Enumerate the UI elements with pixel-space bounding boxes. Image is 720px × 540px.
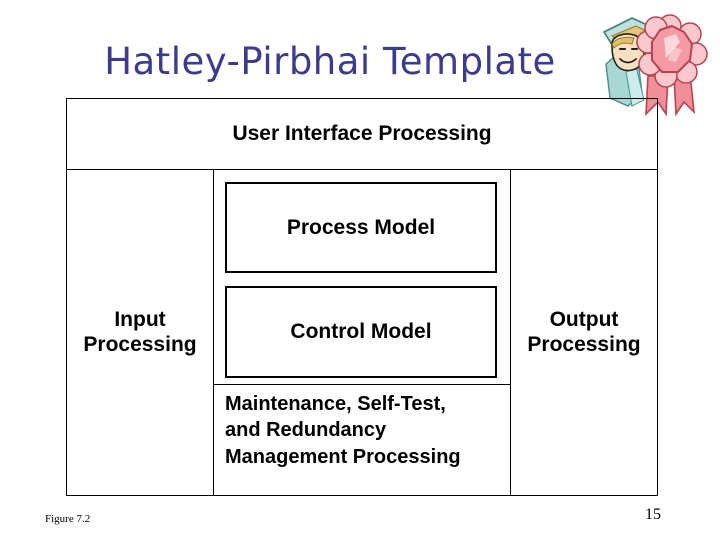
control-model-box: Control Model — [225, 286, 497, 378]
input-processing-label: Input Processing — [83, 308, 196, 358]
maintenance-divider — [214, 384, 510, 385]
maintenance-line-2: and Redundancy — [225, 419, 387, 442]
process-model-label: Process Model — [286, 215, 436, 239]
hatley-pirbhai-diagram: User Interface Processing Input Processi… — [66, 98, 658, 496]
input-processing-line-2: Processing — [83, 332, 197, 356]
output-processing-line-2: Processing — [527, 332, 641, 356]
award-ribbon-clipart — [592, 2, 710, 117]
page-title: Hatley-Pirbhai Template — [104, 40, 556, 83]
maintenance-processing-label: Maintenance, Self-Test, and Redundancy M… — [225, 391, 508, 470]
award-ribbon-icon — [602, 14, 708, 117]
input-processing-line-1: Input — [114, 307, 166, 331]
maintenance-line-3: Management Processing — [225, 445, 461, 468]
input-processing-column: Input Processing — [67, 170, 214, 495]
page-number: 15 — [645, 506, 661, 523]
process-model-box: Process Model — [225, 182, 497, 273]
output-processing-column: Output Processing — [510, 170, 657, 495]
user-interface-processing-label: User Interface Processing — [232, 121, 492, 145]
figure-caption: Figure 7.2 — [45, 513, 91, 525]
control-model-label: Control Model — [290, 320, 432, 343]
output-processing-line-1: Output — [549, 307, 619, 331]
output-processing-label: Output Processing — [527, 308, 640, 358]
center-column: Process Model Control Model Maintenance,… — [214, 170, 510, 495]
maintenance-line-1: Maintenance, Self-Test, — [225, 393, 446, 415]
diagram-body-row: Input Processing Process Model Control M… — [67, 170, 657, 495]
user-interface-processing-band: User Interface Processing — [67, 99, 657, 170]
